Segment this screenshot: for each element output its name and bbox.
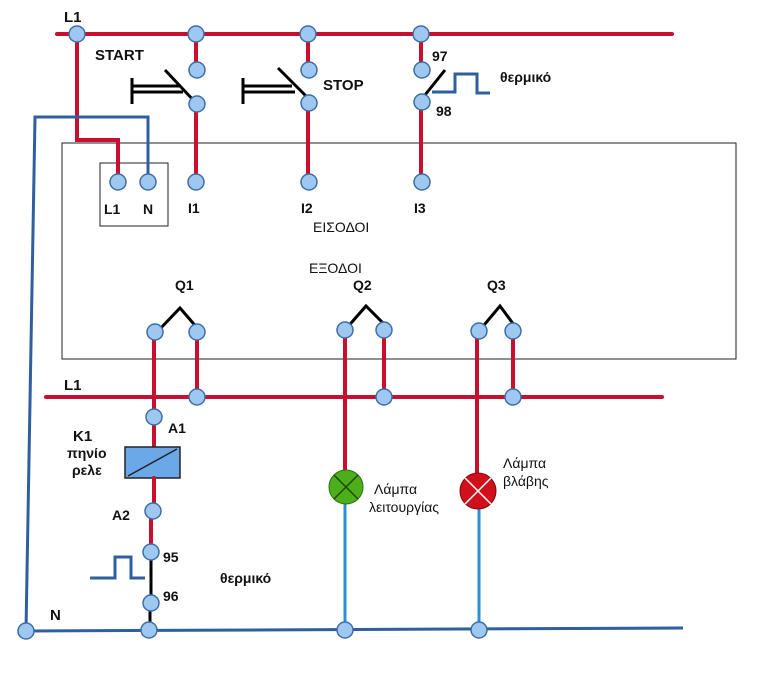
- label-97: 97: [432, 48, 448, 64]
- k1-coil-slash: [127, 448, 178, 477]
- q1-contact-icon: [155, 305, 201, 334]
- lamp-fault-icon: [459, 472, 497, 510]
- label-lamp-fault-line1: Λάμπα: [503, 455, 546, 471]
- node-l1-mid-q1: [188, 388, 206, 406]
- label-plc-l1: L1: [104, 201, 121, 217]
- label-i1: I1: [188, 200, 200, 216]
- node-plc-n: [139, 173, 157, 191]
- label-outputs: ΕΞΟΔΟΙ: [309, 260, 362, 276]
- label-neutral: N: [50, 607, 61, 624]
- node-a1: [145, 408, 163, 426]
- node-l1-mid-q3: [504, 388, 522, 406]
- node-96: [142, 594, 160, 612]
- node-plc-l1: [109, 173, 127, 191]
- label-lamp-fault-line2: βλάβης: [503, 473, 549, 489]
- label-i2: I2: [301, 200, 313, 216]
- label-lamp-run-line2: λειτουργίας: [369, 499, 439, 515]
- thermal-bottom-icon: [90, 555, 145, 580]
- label-thermal-top: θερμικό: [500, 69, 551, 85]
- label-coil-line1: πηνίο: [67, 445, 107, 461]
- label-96: 96: [163, 588, 179, 604]
- lamp-run-icon: [328, 469, 364, 505]
- node-q2-left: [336, 321, 354, 339]
- node-thermal-top: [412, 25, 430, 43]
- label-stop: STOP: [323, 77, 364, 94]
- node-i3: [413, 173, 431, 191]
- start-push-button-icon[interactable]: [130, 78, 183, 104]
- node-a2: [144, 502, 162, 520]
- label-lamp-run-line1: Λάμπα: [374, 481, 417, 497]
- start-contact-arm: [163, 68, 198, 105]
- plc-power-terminal-box: [99, 162, 169, 227]
- node-start-upper: [188, 61, 206, 79]
- q3-contact-icon: [477, 303, 519, 332]
- wire-l1-to-plc: [75, 32, 120, 184]
- label-q1: Q1: [175, 277, 194, 293]
- node-l1-top: [68, 25, 86, 43]
- label-q2: Q2: [353, 277, 372, 293]
- label-95: 95: [163, 549, 179, 565]
- node-stop-upper: [300, 61, 318, 79]
- label-start: START: [95, 47, 144, 64]
- label-coil-line2: ρελε: [72, 462, 102, 478]
- label-q3: Q3: [487, 277, 506, 293]
- node-q3-right: [504, 322, 522, 340]
- node-q3-left: [470, 322, 488, 340]
- node-l1-mid-q2: [375, 388, 393, 406]
- node-97: [413, 61, 431, 79]
- node-i1: [187, 173, 205, 191]
- label-inputs: ΕΙΣΟΔΟΙ: [313, 219, 369, 235]
- label-i3: I3: [414, 200, 426, 216]
- q2-contact-icon: [343, 303, 389, 331]
- node-q1-right: [188, 323, 206, 341]
- label-a2: A2: [112, 507, 130, 523]
- stop-push-button-icon[interactable]: [241, 78, 295, 104]
- node-stop-lower: [300, 94, 318, 112]
- node-neutral-left: [17, 622, 35, 640]
- node-neutral-k1: [140, 621, 158, 639]
- label-a1: A1: [168, 420, 186, 436]
- neutral-bus: [25, 626, 684, 633]
- label-98: 98: [436, 103, 452, 119]
- thermal-top-icon: [432, 72, 490, 95]
- wire-neutral-to-plc: [24, 115, 150, 631]
- node-neutral-lamp-run: [336, 621, 354, 639]
- node-group: [17, 25, 522, 640]
- plc-box: [61, 142, 737, 360]
- node-neutral-lamp-fault: [470, 621, 488, 639]
- node-start-lower: [188, 95, 206, 113]
- node-q1-left: [146, 323, 164, 341]
- node-start-top: [187, 25, 205, 43]
- node-98: [413, 93, 431, 111]
- node-95: [142, 543, 160, 561]
- label-l1-top: L1: [64, 9, 82, 26]
- label-plc-n: N: [143, 201, 153, 217]
- node-q2-right: [375, 321, 393, 339]
- node-i2: [300, 173, 318, 191]
- label-thermal-bottom: θερμικό: [220, 570, 271, 586]
- label-k1: K1: [73, 428, 92, 445]
- label-l1-mid: L1: [64, 377, 82, 394]
- node-stop-top: [299, 25, 317, 43]
